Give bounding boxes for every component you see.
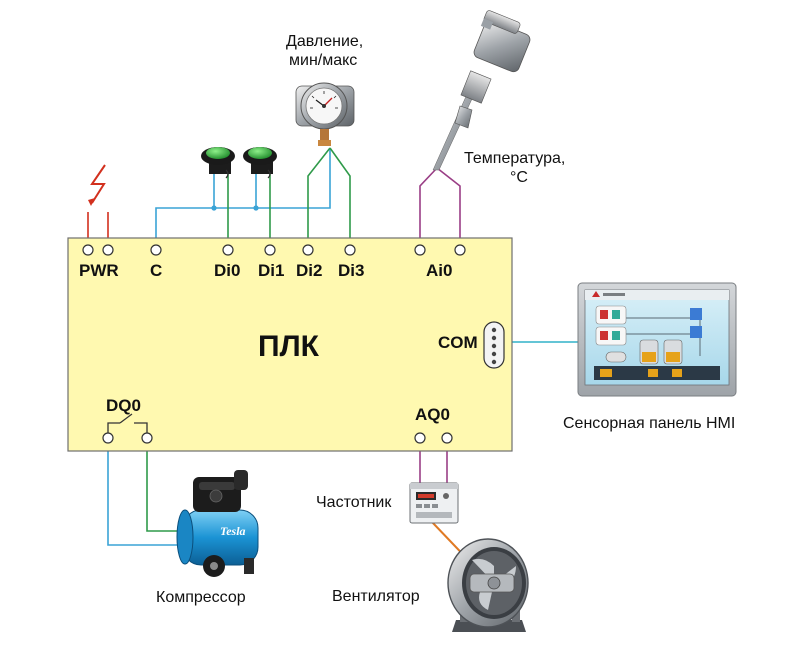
relay-contact-icon bbox=[107, 413, 148, 434]
terminal-label-di3: Di3 bbox=[338, 261, 364, 280]
lightning-icon bbox=[88, 164, 106, 206]
terminal-label-aq0: AQ0 bbox=[415, 405, 450, 424]
plc-title: ПЛК bbox=[258, 330, 320, 363]
terminal-label-com: COM bbox=[438, 333, 478, 352]
wire-ai0-minus bbox=[436, 167, 461, 243]
vfd-caption: Частотник bbox=[316, 494, 392, 511]
junction-dot bbox=[253, 205, 259, 211]
temperature-caption-line1: Температура, bbox=[464, 150, 565, 167]
terminal-di0 bbox=[222, 244, 234, 256]
axial-fan-icon bbox=[447, 538, 529, 632]
plc-body bbox=[67, 237, 513, 452]
wire-ai0-plus bbox=[419, 167, 438, 243]
terminal-ai0-minus bbox=[454, 244, 466, 256]
terminal-label-di0: Di0 bbox=[214, 261, 240, 280]
thermocouple-icon bbox=[432, 10, 531, 171]
terminal-aq0-1 bbox=[414, 432, 426, 444]
compressor-icon: Tesla bbox=[176, 470, 259, 577]
fan-caption: Вентилятор bbox=[332, 588, 420, 605]
wire-dq0-1 bbox=[107, 440, 190, 546]
terminal-label-dq0: DQ0 bbox=[106, 396, 141, 415]
terminal-aq0-2 bbox=[441, 432, 453, 444]
pressure-caption-line1: Давление, bbox=[286, 33, 363, 50]
terminal-label-pwr: PWR bbox=[79, 261, 119, 280]
temperature-caption-line2: °C bbox=[510, 169, 528, 186]
terminal-di3 bbox=[344, 244, 356, 256]
wire-c-common bbox=[155, 148, 331, 243]
terminal-dq0-1 bbox=[102, 432, 114, 444]
push-button-2 bbox=[243, 147, 277, 179]
terminal-label-di2: Di2 bbox=[296, 261, 322, 280]
pressure-gauge-icon bbox=[295, 82, 355, 146]
top-terminals bbox=[82, 244, 466, 256]
junction-dot bbox=[211, 205, 217, 211]
push-button-1 bbox=[201, 147, 235, 179]
pressure-caption-line2: мин/макс bbox=[289, 52, 357, 69]
terminal-label-c: C bbox=[150, 261, 162, 280]
terminal-label-di1: Di1 bbox=[258, 261, 284, 280]
wire-di2 bbox=[307, 147, 331, 243]
terminal-label-ai0: Ai0 bbox=[426, 261, 452, 280]
terminal-di1 bbox=[264, 244, 276, 256]
terminal-pwr-l bbox=[82, 244, 94, 256]
wire-dq0-2 bbox=[146, 440, 190, 532]
frequency-converter-icon bbox=[409, 482, 459, 524]
hmi-caption: Сенсорная панель HMI bbox=[563, 415, 735, 432]
terminal-pwr-n bbox=[102, 244, 114, 256]
terminal-ai0-plus bbox=[414, 244, 426, 256]
hmi-panel-icon bbox=[577, 282, 737, 397]
terminal-c bbox=[150, 244, 162, 256]
compressor-caption: Компрессор bbox=[156, 589, 246, 606]
terminal-di2 bbox=[302, 244, 314, 256]
plc: ПЛК PWR C Di0 Di1 Di2 Di3 Ai0 COM bbox=[67, 237, 513, 452]
wire-di3 bbox=[329, 147, 351, 243]
com-port-icon bbox=[483, 321, 505, 369]
terminal-dq0-2 bbox=[141, 432, 153, 444]
svg-text:Tesla: Tesla bbox=[220, 524, 246, 538]
